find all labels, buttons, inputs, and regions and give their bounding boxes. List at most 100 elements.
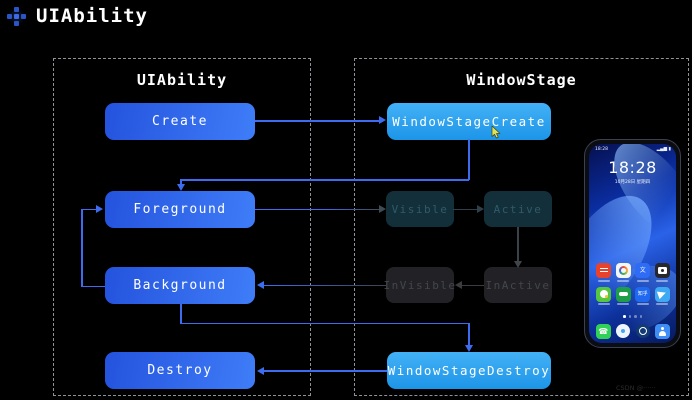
docs-app-icon: 文 — [635, 263, 651, 278]
connector-loop-vertical — [81, 208, 83, 287]
node-background: Background — [105, 267, 255, 304]
app-label — [636, 303, 649, 305]
app-icon-zhihu: 知乎 — [635, 286, 651, 305]
uiability-panel-title: UIAbility — [136, 71, 228, 89]
battery-icon: ▮ — [668, 147, 671, 152]
dock: ☎ — [593, 324, 673, 339]
music-app-icon — [596, 286, 612, 302]
app-grid: 文 知乎 — [594, 263, 672, 305]
connector-create-to-wscreate — [255, 120, 379, 122]
node-windowstagecreate: WindowStageCreate — [387, 103, 551, 140]
arrowhead-left-icon — [455, 281, 462, 289]
bubble-glyph — [621, 329, 626, 333]
connector-active-to-inactive — [517, 227, 519, 261]
blob-glyph — [599, 290, 608, 298]
watermark: CSDN @······ — [616, 384, 656, 392]
arrowhead-down-icon — [514, 261, 522, 268]
arrowhead-right-icon — [379, 116, 386, 124]
connector-into-wsdestroy — [468, 322, 470, 346]
arrowhead-right-icon — [477, 205, 484, 213]
windowstage-panel-title: WindowStage — [466, 71, 577, 89]
page-dots — [589, 315, 676, 318]
app-icon-docs: 文 — [635, 263, 651, 282]
phone-call-icon: ☎ — [595, 324, 611, 339]
news-app-icon — [596, 263, 612, 278]
signal-icon: ▂▄▆ — [656, 147, 668, 152]
ring-glyph — [618, 266, 628, 275]
app-icon-ride — [615, 286, 631, 305]
zhihu-app-icon: 知乎 — [635, 286, 651, 302]
node-foreground: Foreground — [105, 191, 255, 228]
app-label — [656, 303, 669, 305]
scribble-glyph — [599, 267, 608, 274]
app-label — [656, 279, 669, 282]
arrowhead-left-icon — [257, 281, 264, 289]
windowstage-panel: WindowStage — [354, 58, 689, 396]
arrowhead-down-icon — [177, 184, 185, 191]
app-icon-camera — [654, 263, 670, 282]
ride-app-icon — [615, 286, 631, 302]
app-icon-ring — [615, 263, 631, 282]
phone-screen: 18:28 ▂▄▆ ▮ 18:28 10月28日 星期四 文 — [589, 144, 676, 343]
dots-diamond-icon — [14, 14, 19, 19]
page-title: UIAbility — [36, 5, 148, 27]
zhihu-label: 知乎 — [637, 290, 648, 297]
paperplane-glyph — [657, 288, 668, 300]
phone-mockup: 18:28 ▂▄▆ ▮ 18:28 10月28日 星期四 文 — [584, 139, 681, 348]
contacts-icon — [655, 324, 671, 339]
status-icons: ▂▄▆ ▮ — [657, 147, 671, 152]
connector-foreground-to-visible — [255, 208, 379, 210]
app-icon-plane — [654, 286, 670, 305]
connector-wscreate-down — [468, 139, 470, 180]
arrowhead-right-icon — [379, 205, 386, 213]
connector-loop-from-background — [81, 285, 105, 287]
messages-icon — [616, 324, 631, 338]
paperplane-app-icon — [654, 286, 670, 302]
node-windowstagedestroy: WindowStageDestroy — [387, 352, 551, 389]
page-dot — [634, 315, 637, 318]
phone-status-bar: 18:28 ▂▄▆ ▮ — [595, 147, 671, 152]
connector-background-down — [180, 304, 182, 323]
ring-glyph — [638, 327, 647, 335]
connector-inactive-to-invisible — [462, 284, 484, 286]
arrowhead-down-icon — [465, 345, 473, 352]
app-icon-news — [596, 263, 612, 282]
lockscreen-date: 10月28日 星期四 — [614, 180, 651, 185]
node-destroy: Destroy — [105, 352, 255, 389]
lockscreen-clock: 18:28 — [608, 158, 657, 177]
app-label — [597, 303, 610, 305]
car-glyph — [618, 292, 628, 296]
connector-wscreate-to-foreground — [180, 179, 469, 181]
page-dot — [623, 315, 626, 318]
node-invisible: InVisible — [383, 267, 455, 303]
app-label — [617, 303, 630, 305]
node-create: Create — [105, 103, 255, 140]
page-dot — [628, 315, 631, 318]
person-glyph — [658, 327, 667, 336]
connector-invisible-to-background — [264, 284, 386, 286]
connector-wsdestroy-to-destroy — [264, 370, 387, 372]
node-inactive: InActive — [484, 267, 552, 303]
app-label — [617, 279, 630, 282]
camera-glyph — [657, 267, 667, 274]
browser-icon — [635, 324, 650, 338]
handset-glyph: ☎ — [598, 326, 609, 336]
camera-app-icon — [654, 263, 670, 278]
status-time: 18:28 — [595, 147, 608, 152]
page-dot — [639, 315, 642, 318]
wen-glyph: 文 — [639, 266, 646, 274]
app-label — [636, 279, 649, 282]
node-visible: Visible — [386, 191, 454, 227]
mouse-cursor-icon — [491, 126, 501, 139]
connector-background-to-wsdestroy — [180, 322, 469, 324]
connector-visible-to-active — [453, 208, 477, 210]
connector-into-foreground — [180, 179, 182, 186]
uiability-panel: UIAbility — [53, 58, 311, 396]
arrowhead-left-icon — [257, 366, 264, 375]
ring-app-icon — [615, 263, 631, 278]
node-active: Active — [484, 191, 552, 227]
connector-loop-to-foreground — [81, 208, 97, 210]
app-label — [597, 279, 610, 282]
arrowhead-right-icon — [96, 205, 103, 213]
